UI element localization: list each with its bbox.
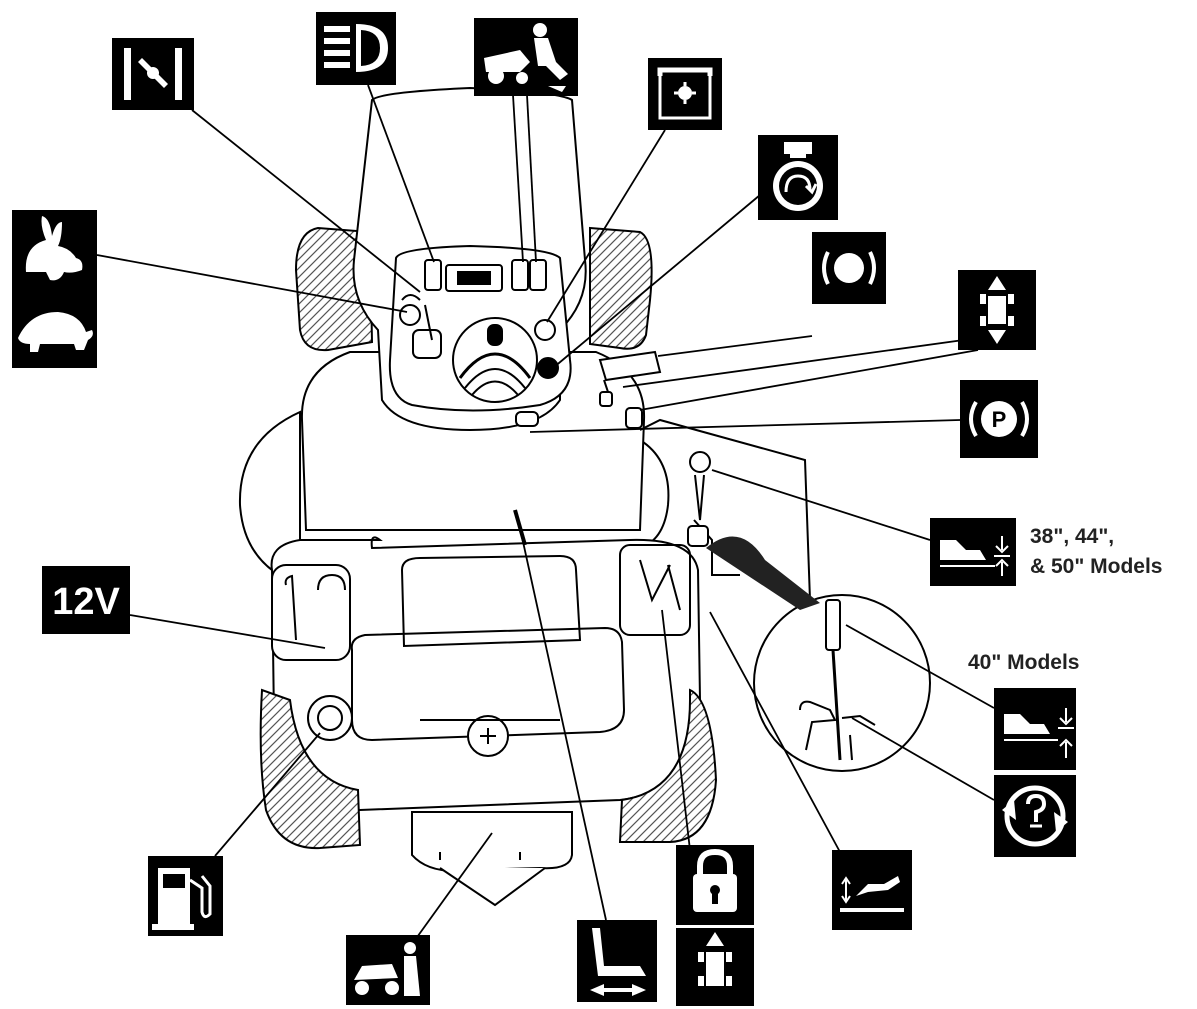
cruise-control-icon [994,775,1076,857]
12v-outlet-icon: 12V [42,566,130,634]
headlight-icon [316,12,396,85]
seat-adjust-icon [577,920,657,1002]
rear-right-tire [589,226,653,350]
callout-wedge [706,536,820,610]
tractor-outline [238,86,718,907]
parking-brake-letter: P [992,407,1007,432]
forward-reverse-pedal-icon [958,270,1036,350]
detail-circle [753,594,931,772]
brake-pedal-icon [812,232,886,304]
mower-accessory-icon [346,935,430,1005]
fuel-icon [148,856,223,936]
models-40-label: 40" Models [968,651,1080,674]
models-38-44-50-label-line2: & 50" Models [1030,555,1163,578]
front-left-tire [259,688,362,850]
hood-details [271,544,691,860]
parking-brake-icon: P [960,380,1038,458]
front-plate [411,811,573,872]
models-38-44-50-label-line1: 38", 44", [1030,525,1115,548]
leader-lines [96,84,995,941]
mower-attachment-icon [474,18,578,96]
rear-left-tire [294,226,374,352]
rabbit-fast-icon [12,210,97,290]
pto-icon [648,58,722,130]
lock-icon [676,845,754,925]
drive-lock-icon [676,928,754,1006]
deck-height-icon [930,518,1016,586]
deck-lift-lever-icon [832,850,912,930]
choke-icon [112,38,194,110]
front-point [439,867,546,907]
dash-details [399,259,559,427]
ignition-engine-icon [758,135,838,220]
12v-label: 12V [52,581,120,623]
deck-right [639,439,670,549]
turtle-slow-icon [12,290,97,368]
deck-height-40-icon [994,688,1076,770]
pedal-hardware [513,350,811,601]
